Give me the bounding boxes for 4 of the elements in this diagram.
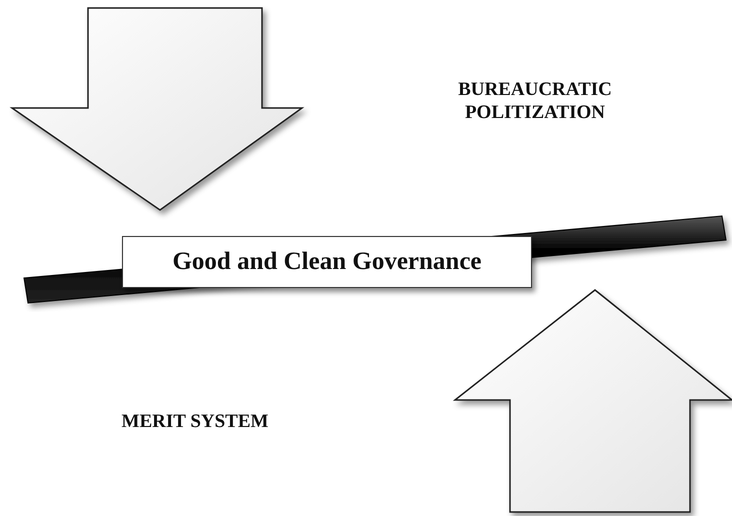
caption-label: BUREAUCRATIC POLITIZATION (457, 78, 613, 124)
caption-label: MERIT SYSTEM (120, 410, 270, 433)
node-text: Good and Clean Governance (172, 248, 482, 276)
label-box (122, 236, 532, 288)
